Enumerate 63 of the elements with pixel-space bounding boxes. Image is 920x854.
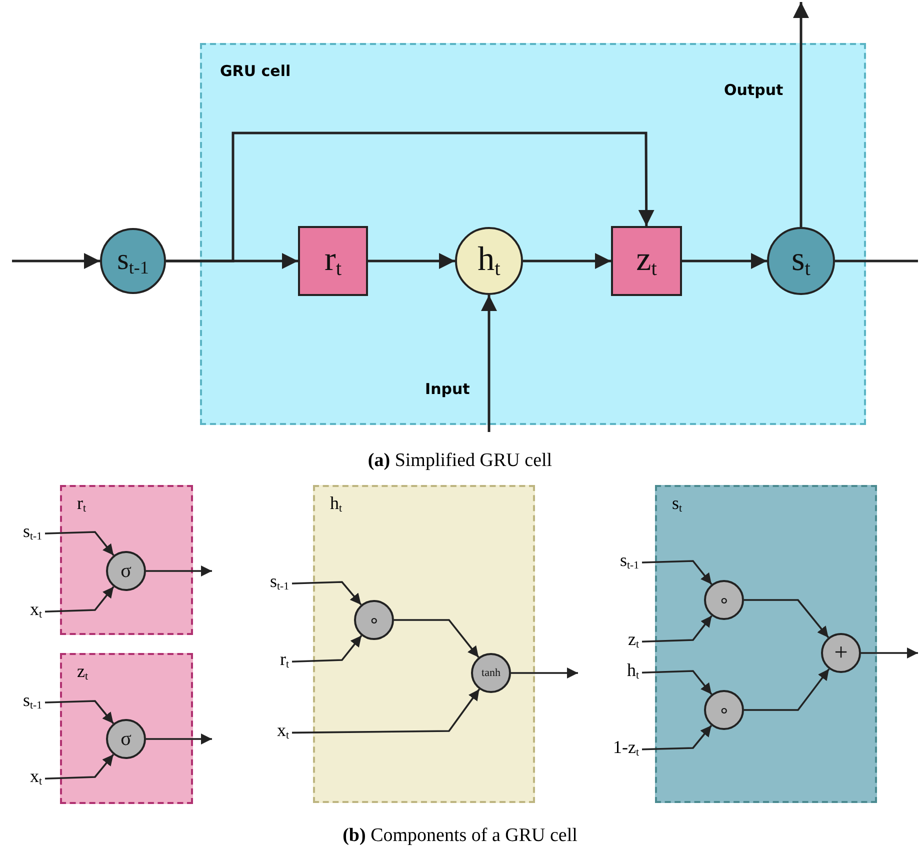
arrow: [292, 581, 362, 606]
input-label: z$_{t}$: [628, 629, 639, 655]
arrow: [394, 619, 480, 658]
arrow: [166, 132, 654, 262]
arrow: [523, 253, 611, 269]
arrow: [744, 668, 830, 711]
input-label: x$_{t}$: [30, 766, 42, 792]
square-node: z$_{t}$: [611, 226, 682, 296]
edge-label: Output: [724, 81, 784, 99]
caption: (b) Components of a GRU cell: [342, 825, 578, 847]
panel-title: h$_{t}$: [330, 493, 342, 515]
input-label: h$_{t}$: [627, 660, 639, 686]
circle-node: ∘: [704, 580, 744, 620]
caption: (a) Simplified GRU cell: [368, 450, 552, 472]
arrow: [12, 253, 100, 269]
dashed-panel: [60, 653, 193, 804]
input-label: x$_{t}$: [277, 720, 289, 746]
dashed-panel: [313, 485, 535, 803]
arrow: [793, 2, 809, 227]
arrow: [368, 253, 455, 269]
circle-node: σ: [106, 551, 146, 591]
input-label: r$_{t}$: [280, 649, 289, 675]
arrow: [511, 668, 578, 678]
arrow: [292, 688, 480, 734]
dashed-panel: [655, 485, 877, 803]
dashed-panel: [60, 485, 193, 635]
arrow: [744, 599, 830, 638]
arrow: [44, 700, 114, 724]
edge-label: Input: [425, 380, 470, 398]
panel-title: GRU cell: [220, 62, 291, 80]
input-label: 1-z$_{t}$: [613, 737, 639, 763]
circle-node: s$_{t}$: [767, 227, 835, 295]
dashed-panel: [200, 43, 866, 425]
arrow: [44, 531, 114, 556]
arrow: [481, 295, 497, 432]
connector-line: [835, 260, 918, 262]
arrow: [682, 253, 767, 269]
circle-node: +: [821, 633, 861, 673]
input-label: s$_{t-1}$: [620, 550, 639, 576]
arrow: [861, 648, 918, 658]
arrow: [292, 635, 362, 662]
arrow: [642, 670, 712, 695]
arrow: [642, 560, 712, 585]
circle-node: s$_{t-1}$: [100, 228, 166, 294]
arrow: [146, 734, 212, 744]
circle-node: ∘: [354, 600, 394, 640]
arrow: [642, 615, 712, 642]
input-label: x$_{t}$: [30, 599, 42, 625]
input-label: s$_{t-1}$: [22, 521, 42, 547]
square-node: r$_{t}$: [298, 226, 368, 296]
circle-node: h$_{t}$: [455, 227, 523, 295]
input-label: s$_{t-1}$: [270, 571, 289, 597]
panel-title: s$_{t}$: [672, 493, 682, 515]
arrow: [146, 566, 212, 576]
arrow: [44, 586, 114, 612]
arrow: [642, 724, 712, 750]
circle-node: tanh: [471, 653, 511, 693]
panel-title: r$_{t}$: [77, 493, 86, 515]
circle-node: σ: [106, 719, 146, 759]
arrow: [44, 754, 114, 780]
input-label: s$_{t-1}$: [22, 690, 42, 716]
circle-node: ∘: [704, 690, 744, 730]
panel-title: z$_{t}$: [77, 661, 88, 683]
